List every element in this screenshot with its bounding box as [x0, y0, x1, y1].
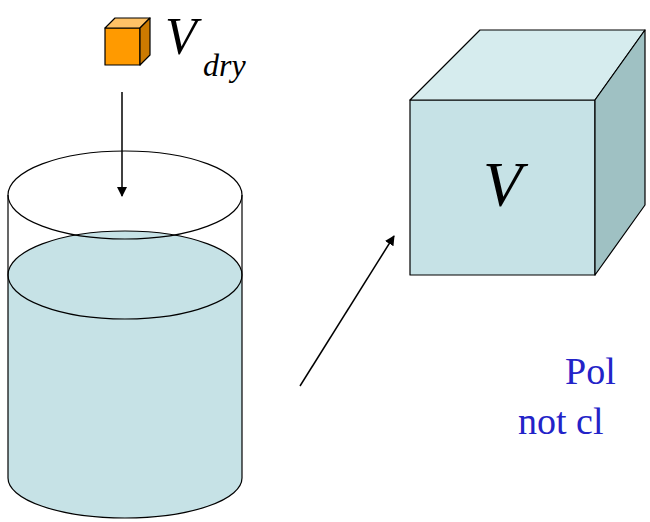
- note-text: Pol: [565, 352, 616, 390]
- cube-outline: [405, 25, 648, 280]
- cube-outline: [100, 15, 155, 70]
- subscript-label: dry: [203, 49, 246, 81]
- swollen-cube: V: [405, 25, 648, 280]
- volume-symbol: V: [483, 153, 522, 217]
- note-text: not cl: [518, 402, 603, 440]
- dry-cube: Vdry: [100, 15, 155, 70]
- volume-symbol: V: [165, 11, 197, 63]
